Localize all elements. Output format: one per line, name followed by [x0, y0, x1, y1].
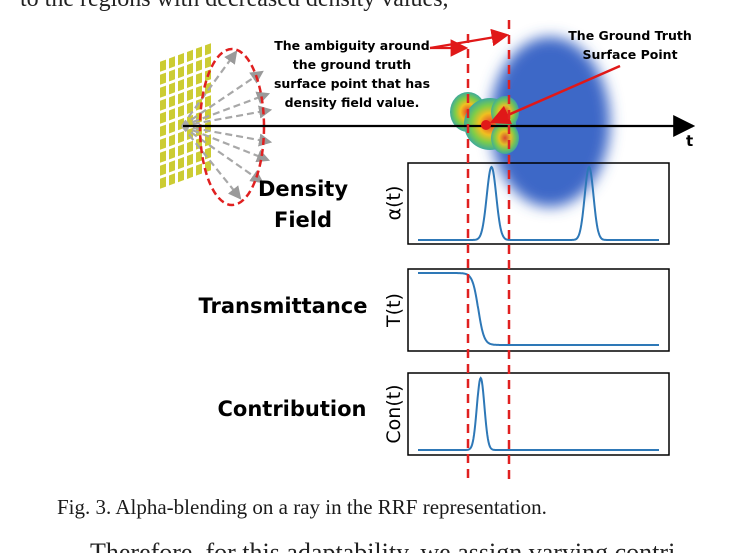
grid-pixel: [187, 166, 193, 179]
alpha-curve: [418, 165, 659, 241]
grid-pixel: [196, 72, 202, 85]
transmittance-plot-frame: [407, 268, 670, 352]
grid-pixel: [160, 124, 166, 137]
grid-pixel: [196, 46, 202, 59]
transmittance-curve: [418, 272, 659, 346]
grid-pixel: [187, 49, 193, 62]
ground-truth-line-2: Surface Point: [582, 47, 677, 62]
grid-pixel: [169, 134, 175, 147]
image-plane-grid: [160, 43, 211, 189]
grid-pixel: [196, 85, 202, 98]
grid-pixel: [205, 160, 211, 173]
grid-pixel: [196, 150, 202, 163]
grid-pixel: [178, 131, 184, 144]
grid-pixel: [178, 92, 184, 105]
grid-pixel: [160, 163, 166, 176]
grid-pixel: [205, 56, 211, 69]
grid-pixel: [169, 82, 175, 95]
grid-pixel: [160, 72, 166, 85]
grid-pixel: [187, 140, 193, 153]
grid-pixel: [169, 121, 175, 134]
alpha-ylabel: α(t): [383, 186, 405, 221]
grid-pixel: [169, 95, 175, 108]
grid-pixel: [169, 56, 175, 69]
grid-pixel: [187, 88, 193, 101]
grid-pixel: [196, 59, 202, 72]
contribution-curve: [418, 376, 659, 451]
grid-pixel: [205, 95, 211, 108]
grid-pixel: [205, 82, 211, 95]
ambiguity-line-4: density field value.: [285, 95, 420, 110]
transmittance-ylabel: T(t): [383, 293, 405, 328]
ground-truth-arrow: [489, 64, 621, 125]
grid-pixel: [196, 163, 202, 176]
grid-pixel: [178, 79, 184, 92]
contribution-plot-frame: [407, 372, 670, 456]
grid-pixel: [160, 137, 166, 150]
grid-pixel: [160, 59, 166, 72]
grid-pixel: [187, 153, 193, 166]
alpha-plot-frame: [407, 162, 670, 245]
grid-pixel: [178, 170, 184, 183]
contribution-label: Contribution: [218, 397, 367, 421]
grid-pixel: [160, 176, 166, 189]
density-label-2: Field: [274, 208, 332, 232]
axis-t-label: t: [686, 132, 693, 150]
ambiguity-line-3: surface point that has: [274, 76, 430, 91]
grid-pixel: [160, 98, 166, 111]
grid-pixel: [178, 157, 184, 170]
grid-pixel: [169, 160, 175, 173]
grid-pixel: [205, 134, 211, 147]
ambiguity-line-2: the ground truth: [293, 57, 411, 72]
grid-pixel: [169, 69, 175, 82]
grid-pixel: [205, 147, 211, 160]
grid-pixel: [160, 150, 166, 163]
grid-pixel: [169, 147, 175, 160]
ambiguity-line-1: The ambiguity around: [274, 38, 430, 53]
figure-caption: Fig. 3. Alpha-blending on a ray in the R…: [57, 495, 547, 519]
grid-pixel: [169, 108, 175, 121]
density-label-1: Density: [258, 177, 348, 201]
grid-pixel: [178, 105, 184, 118]
grid-pixel: [178, 144, 184, 157]
grid-pixel: [205, 43, 211, 56]
grid-pixel: [187, 75, 193, 88]
grid-pixel: [178, 66, 184, 79]
grid-pixel: [169, 173, 175, 186]
ambiguity-bounds: [466, 20, 511, 482]
grid-pixel: [178, 53, 184, 66]
grid-pixel: [160, 85, 166, 98]
transmittance-label: Transmittance: [199, 294, 368, 318]
ground-truth-blob: [490, 37, 610, 207]
contribution-ylabel: Con(t): [383, 384, 405, 443]
grid-pixel: [160, 111, 166, 124]
camera-rays: [181, 50, 273, 200]
surface-point: [481, 120, 491, 130]
next-text-line: Therefore, for this adaptability, we ass…: [90, 538, 676, 553]
grid-pixel: [187, 62, 193, 75]
ground-truth-line-1: The Ground Truth: [568, 28, 691, 43]
grid-pixel: [187, 101, 193, 114]
previous-text-line: to the regions with decreased density va…: [20, 0, 740, 13]
plot-frames: [407, 162, 670, 456]
